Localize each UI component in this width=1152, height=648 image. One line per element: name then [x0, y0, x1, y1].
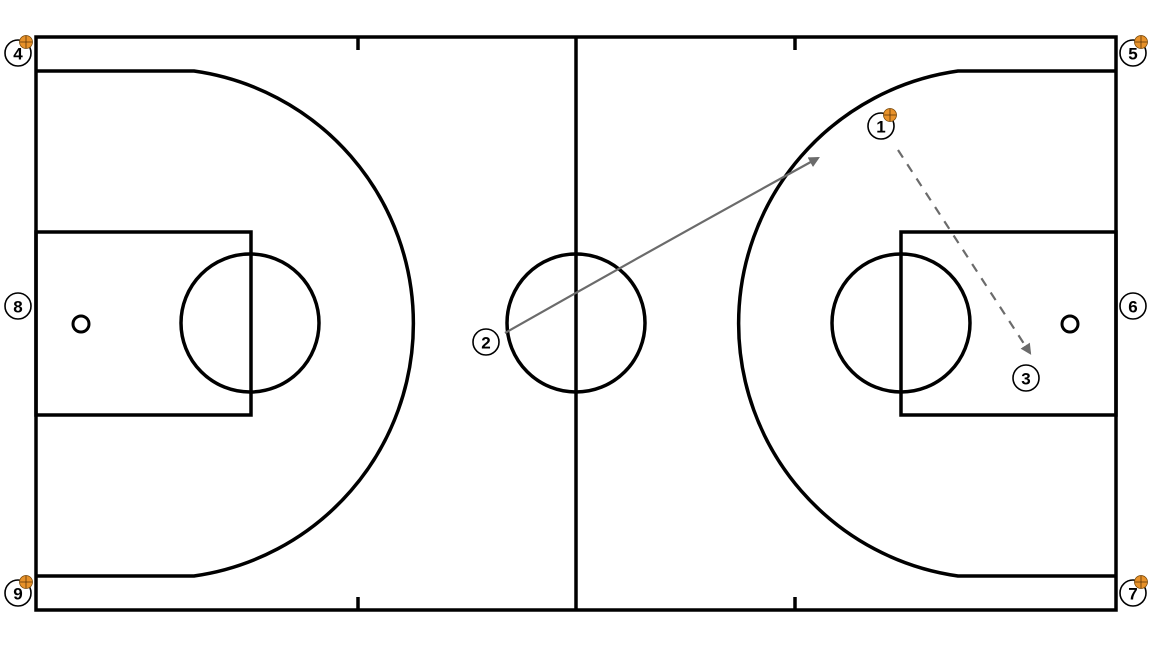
player-2[interactable]: 2	[472, 328, 500, 356]
center-circle	[505, 252, 647, 394]
player-7[interactable]: 7	[1119, 575, 1148, 607]
basketball-icon	[883, 108, 897, 122]
basket-right	[1060, 314, 1080, 334]
court-lines	[34, 35, 1118, 612]
free-throw-circle-left	[179, 252, 321, 394]
player-label: 2	[481, 334, 490, 353]
basket-left	[71, 314, 91, 334]
player-label: 8	[13, 298, 22, 317]
player-8[interactable]: 8	[4, 292, 32, 320]
player-label: 4	[13, 45, 23, 64]
player-label: 9	[13, 585, 22, 604]
key-left	[34, 230, 253, 417]
free-throw-circle-right	[830, 252, 972, 394]
player-5[interactable]: 5	[1119, 35, 1148, 67]
players: 1 2 3 4 5	[4, 35, 1148, 607]
cut-arrow-2-to-1	[504, 156, 820, 334]
basketball-icon	[19, 575, 33, 589]
player-label: 3	[1021, 370, 1030, 389]
basketball-icon	[1134, 575, 1148, 589]
player-9[interactable]: 9	[4, 575, 33, 607]
basketball-icon	[1134, 35, 1148, 49]
player-label: 5	[1128, 45, 1137, 64]
player-6[interactable]: 6	[1119, 292, 1147, 320]
three-point-line-left	[36, 69, 416, 578]
player-label: 1	[876, 118, 885, 137]
player-3[interactable]: 3	[1012, 364, 1040, 392]
movements	[504, 149, 1032, 355]
basketball-icon	[19, 35, 33, 49]
pass-arrow-1-to-3	[897, 149, 1032, 355]
player-4[interactable]: 4	[4, 35, 33, 67]
player-label: 7	[1128, 585, 1137, 604]
player-label: 6	[1128, 298, 1137, 317]
player-1[interactable]: 1	[867, 108, 897, 140]
key-right	[899, 230, 1118, 417]
three-point-line-right	[736, 69, 1116, 578]
